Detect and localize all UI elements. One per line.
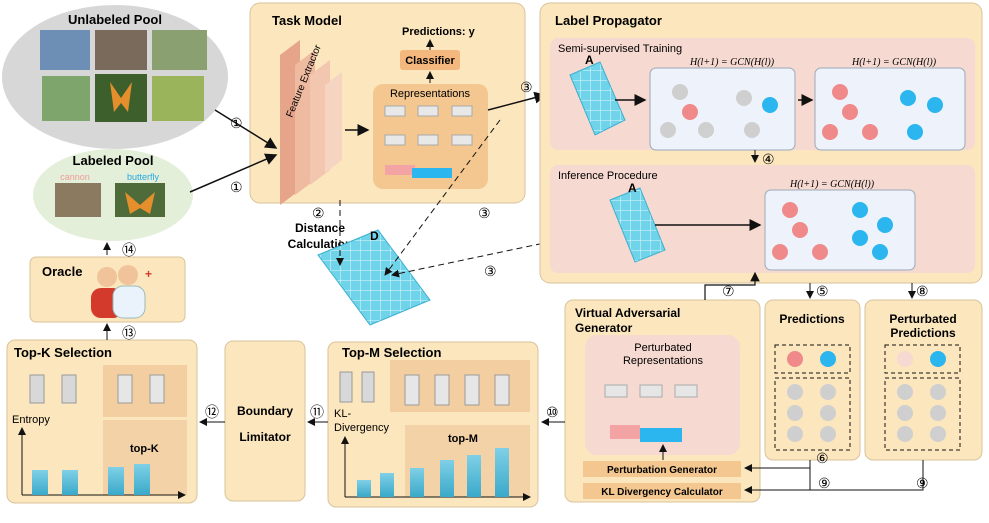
semi-matrix-label: A — [585, 53, 594, 67]
predictions-label: Predictions: y — [402, 26, 476, 38]
step-markers: ① ① ② ③ ③ ③ ④ ⑤ ⑥ ⑦ ⑧ ⑨ ⑨ ⑩ ⑪ ⑫ ⑬ ⑭ — [122, 79, 929, 491]
perturbation-generator-label: Perturbation Generator — [607, 465, 717, 476]
step-marker: ⑬ — [122, 325, 136, 341]
boundary-line1: Boundary — [237, 404, 293, 418]
step-marker: ⑥ — [816, 450, 829, 466]
top-k-axis-label: Entropy — [12, 414, 50, 426]
top-m-axis-label-2: Divergency — [334, 422, 390, 434]
perturbated-predictions-title-1: Perturbated — [889, 312, 956, 326]
boundary-limitator: Boundary Limitator — [224, 340, 306, 502]
perturbated-predictions-panel: Perturbated Predictions — [864, 299, 983, 461]
gcn-formula-2: H(l+1) = GCN(H(l)) — [851, 57, 937, 68]
oracle-title: Oracle — [42, 264, 82, 279]
feature-extractor: Feature Extractor — [280, 40, 342, 205]
boundary-line2: Limitator — [239, 430, 291, 444]
step-marker: ⑪ — [310, 404, 324, 420]
task-model-title: Task Model — [272, 13, 342, 28]
step-marker: ③ — [478, 205, 491, 221]
unlabeled-pool: Unlabeled Pool — [2, 5, 228, 149]
step-marker: ⑧ — [916, 283, 929, 299]
representations-label: Representations — [390, 88, 471, 100]
task-model-panel: Task Model Feature Extractor Predictions… — [249, 2, 547, 205]
step-marker: ④ — [762, 151, 775, 167]
kl-calculator-label: KL Divergency Calculator — [601, 487, 723, 498]
perturbated-label-1: Perturbated — [634, 342, 691, 354]
distance-section: Distance Calculation D — [288, 119, 631, 326]
inference-matrix-label: A — [628, 181, 637, 195]
top-k-panel: Top-K Selection Entropy top-K — [6, 339, 198, 504]
step-marker: ⑫ — [205, 404, 219, 420]
top-k-highlight: top-K — [130, 443, 159, 455]
label-propagator-title: Label Propagator — [555, 13, 662, 28]
gcn-formula-1: H(l+1) = GCN(H(l)) — [689, 57, 775, 68]
top-m-highlight: top-M — [448, 433, 478, 445]
vag-title-2: Generator — [575, 321, 633, 335]
inference-title: Inference Procedure — [558, 170, 658, 182]
vag-title-1: Virtual Adversarial — [575, 306, 680, 320]
svg-text:+: + — [145, 267, 152, 281]
step-marker: ⑭ — [122, 242, 136, 258]
distance-matrix-label: D — [370, 229, 379, 243]
labeled-pool-title: Labeled Pool — [73, 153, 154, 168]
perturbated-predictions-title-2: Predictions — [890, 326, 956, 340]
step-marker: ③ — [520, 79, 533, 95]
step-marker: ⑦ — [722, 283, 735, 299]
top-m-title: Top-M Selection — [342, 345, 441, 360]
perturbated-label-2: Representations — [623, 355, 704, 367]
step-marker: ⑩ — [546, 404, 559, 420]
step-marker: ⑨ — [818, 475, 831, 491]
predictions-title: Predictions — [779, 312, 845, 326]
representation-slabs — [384, 105, 473, 178]
semi-supervised-title: Semi-supervised Training — [558, 43, 682, 55]
label-butterfly: butterfly — [127, 172, 160, 182]
step-marker: ③ — [484, 263, 497, 279]
step-marker: ① — [230, 115, 243, 131]
distance-label-1: Distance — [295, 221, 345, 235]
labeled-pool: Labeled Pool cannon butterfly — [33, 149, 193, 241]
step-marker: ② — [312, 205, 325, 221]
step-marker: ⑨ — [916, 475, 929, 491]
label-propagator-panel: Label Propagator Semi-supervised Trainin… — [539, 2, 983, 284]
top-m-axis-label-1: KL- — [334, 408, 351, 420]
unlabeled-pool-title: Unlabeled Pool — [68, 12, 162, 27]
predictions-panel: Predictions — [764, 299, 861, 461]
top-k-slabs — [29, 374, 165, 404]
vag-panel: Virtual Adversarial Generator Perturbate… — [564, 271, 761, 503]
step-marker: ⑤ — [816, 283, 829, 299]
gcn-formula-3: H(l+1) = GCN(H(l)) — [789, 179, 875, 190]
top-k-title: Top-K Selection — [14, 345, 112, 360]
flow-arrows — [103, 109, 924, 494]
top-m-panel: Top-M Selection KL- Divergency top-M — [327, 341, 539, 508]
step-marker: ① — [230, 179, 243, 195]
classifier-label: Classifier — [405, 55, 455, 67]
oracle-panel: Oracle + — [29, 256, 186, 323]
label-cannon: cannon — [60, 172, 90, 182]
